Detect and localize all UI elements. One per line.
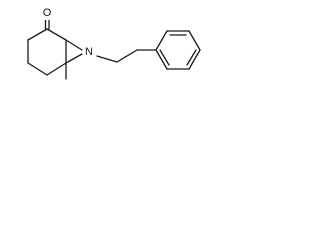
bond-ch2-ch2 — [116, 49, 138, 63]
atom-n: N — [83, 45, 95, 59]
bond-c6-n — [65, 39, 83, 51]
bond-c3-c4 — [27, 62, 48, 76]
benzene-bond-6 — [155, 49, 168, 70]
bond-c6-c1 — [46, 28, 67, 41]
ethyl-linker — [96, 49, 157, 63]
oxygen-label: O — [43, 7, 52, 19]
bond-c5-n — [65, 53, 83, 64]
aziridine-ring — [65, 39, 83, 64]
bond-n-ch2 — [96, 55, 118, 63]
bond-c1-c2 — [27, 28, 48, 41]
benzene-double-2 — [186, 49, 197, 66]
atom-o: O — [41, 7, 53, 20]
benzene-bond-1 — [155, 30, 168, 51]
benzene-bond-4 — [188, 49, 201, 70]
benzene-double-3 — [159, 49, 170, 66]
benzene-bond-3 — [188, 30, 201, 51]
bond-c4-c5 — [46, 62, 67, 76]
benzene-ring — [155, 30, 201, 70]
cyclohexane-ring — [27, 28, 67, 76]
carbonyl-group — [44, 18, 50, 30]
nitrogen-label: N — [85, 46, 93, 58]
chemical-structure-diagram: O N — [27, 7, 201, 80]
